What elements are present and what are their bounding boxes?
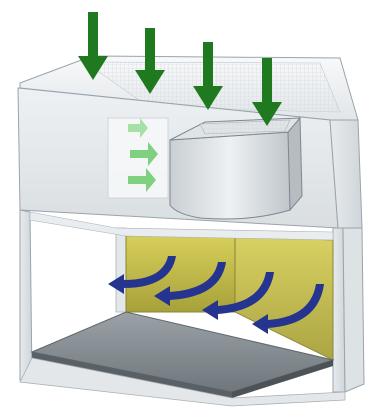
fan-blower-unit xyxy=(170,118,302,219)
